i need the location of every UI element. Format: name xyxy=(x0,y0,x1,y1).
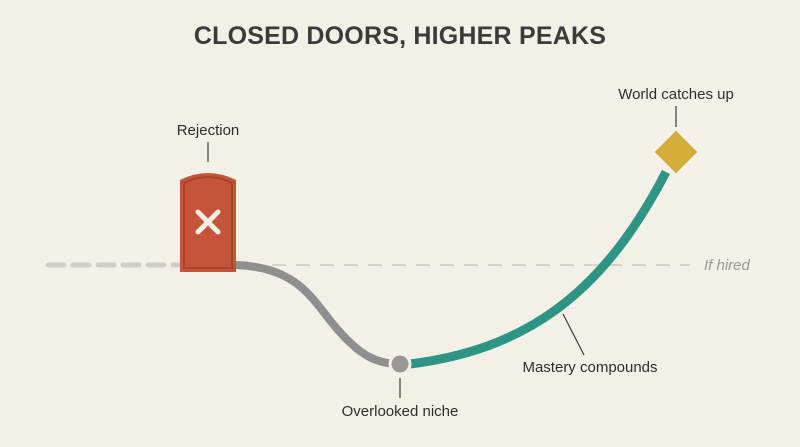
rejection-label: Rejection xyxy=(177,122,240,139)
circle-node-icon xyxy=(388,352,412,376)
setback-path xyxy=(233,261,404,368)
diagram-title: CLOSED DOORS, HIGHER PEAKS xyxy=(193,22,607,50)
rejection-door xyxy=(180,173,236,272)
door-frame-shade xyxy=(183,176,233,269)
mastery-path xyxy=(409,169,670,369)
mastery-leader xyxy=(562,313,585,356)
if-hired-label: If hired xyxy=(704,257,751,274)
diamond-icon xyxy=(654,130,698,174)
peak-label: World catches up xyxy=(618,86,734,103)
mastery-label: Mastery compounds xyxy=(522,359,657,376)
niche-label: Overlooked niche xyxy=(342,403,459,420)
close-x-icon xyxy=(195,209,221,235)
